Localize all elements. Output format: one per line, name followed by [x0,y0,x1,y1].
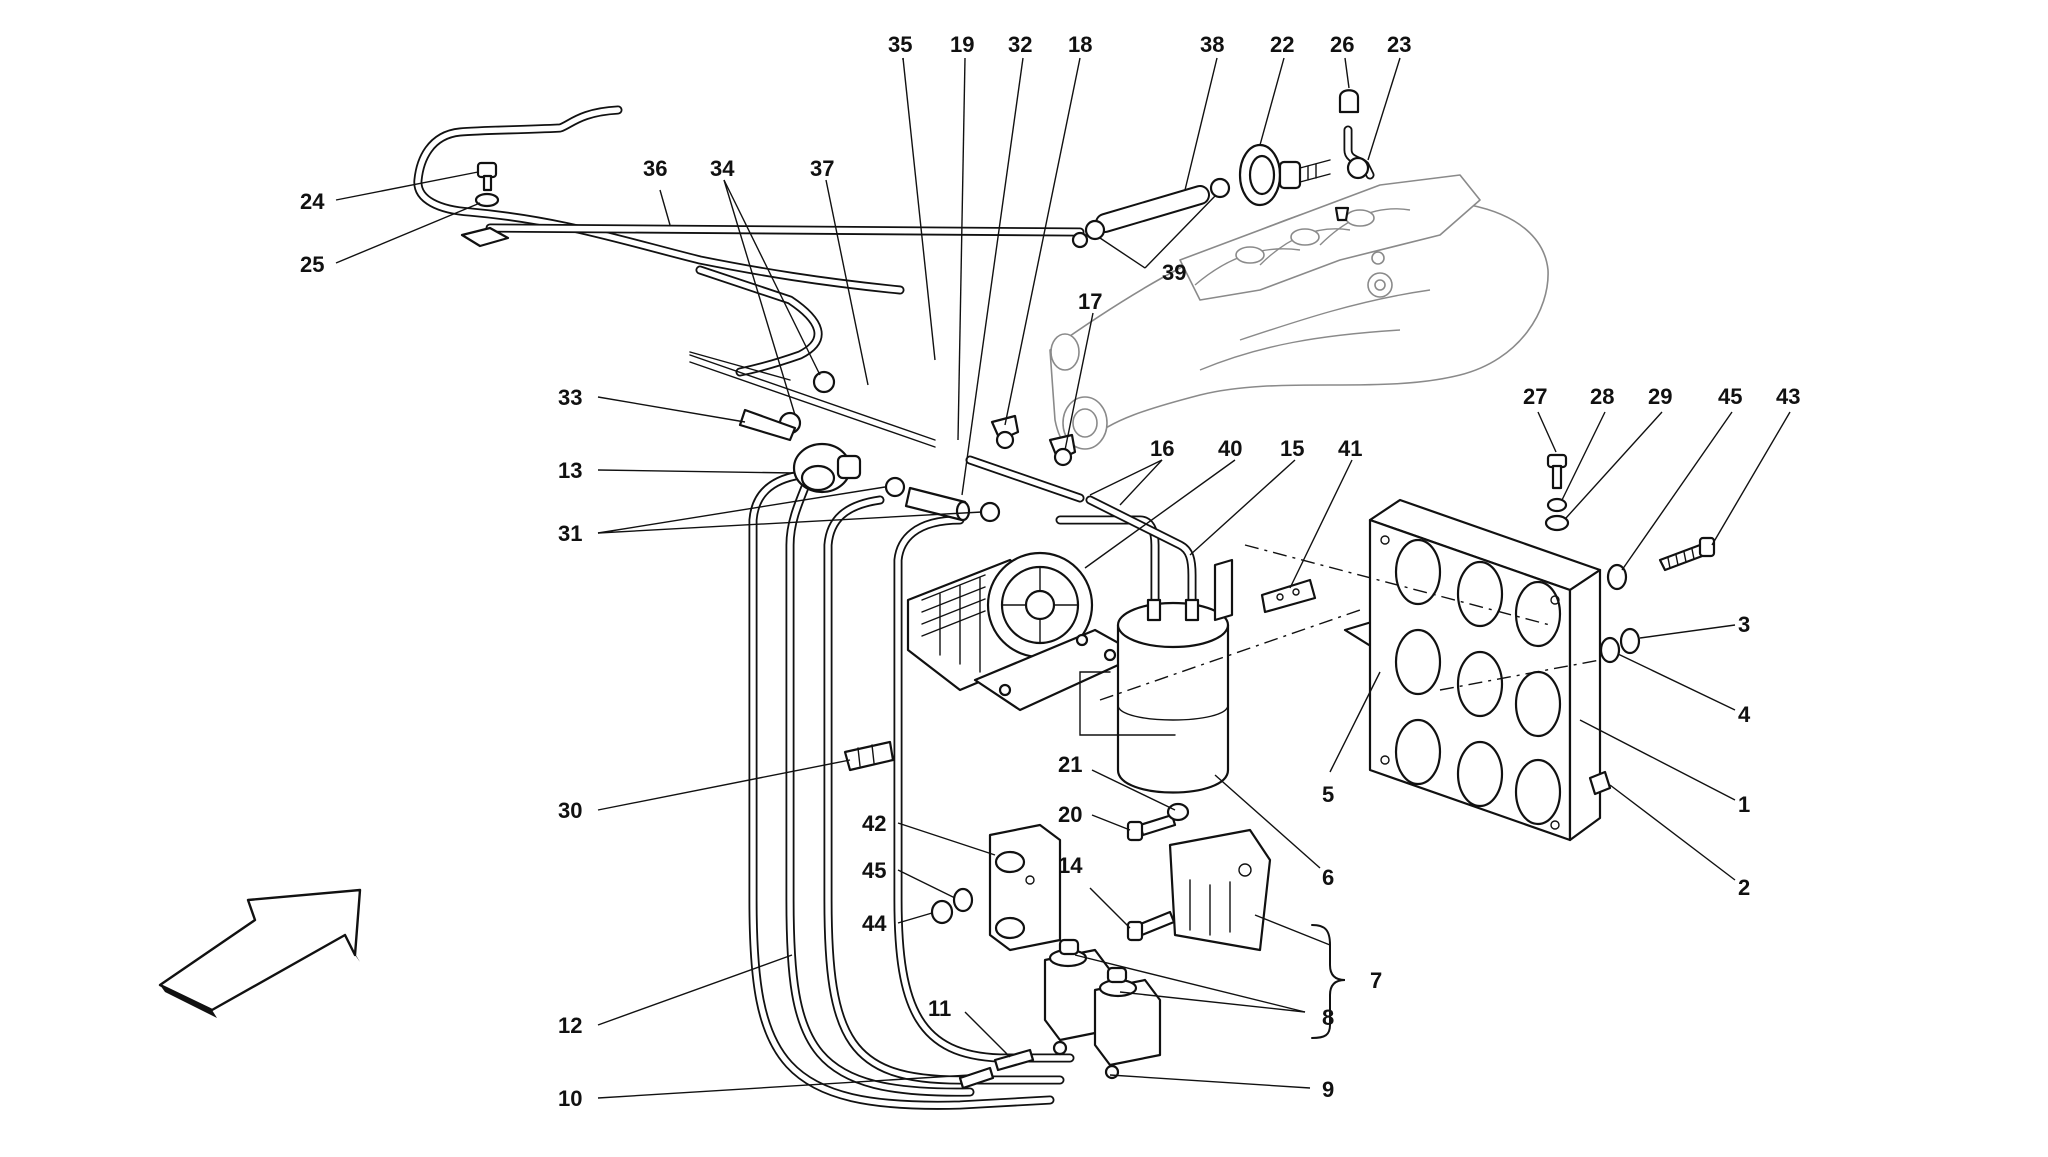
callout-30: 30 [558,798,582,823]
air-pump-40 [906,551,1142,712]
washer-28 [1546,497,1568,513]
callout-18: 18 [1068,32,1092,57]
washer-29 [1544,514,1570,532]
callout-9: 9 [1322,1077,1334,1102]
callout-33: 33 [558,385,582,410]
front-direction-arrow-icon [158,888,362,1018]
callout-44: 44 [862,911,887,936]
engine-manifold-ghost [1049,174,1549,450]
callout-3: 3 [1738,612,1750,637]
callout-8: 8 [1322,1005,1334,1030]
callout-45-lower: 45 [862,858,886,883]
bolt-27 [1546,453,1568,490]
callout-37: 37 [810,156,834,181]
bolt-24 [476,161,498,192]
nut-3 [1619,627,1641,655]
callout-43: 43 [1776,384,1800,409]
callout-31: 31 [558,521,582,546]
bracket-42 [988,823,1062,952]
callout-41: 41 [1338,436,1362,461]
callout-13: 13 [558,458,582,483]
connector-41 [1260,578,1317,614]
washer-45b [952,887,974,913]
washer-45a [1606,563,1628,591]
washer-25 [460,192,510,248]
callout-10: 10 [558,1086,582,1111]
clip-39 [1071,177,1231,249]
bolt-14 [1126,910,1176,942]
callout-28: 28 [1590,384,1614,409]
callout-1: 1 [1738,792,1750,817]
callout-25: 25 [300,252,324,277]
callout-4: 4 [1738,702,1751,727]
callout-24: 24 [300,189,325,214]
leader-lines [335,57,1791,1099]
nut-44 [930,899,954,925]
callout-23: 23 [1387,32,1411,57]
clip-2 [1588,770,1612,796]
valve-13 [792,442,862,494]
bolt-20 [1126,813,1177,842]
sleeve-32 [904,486,971,522]
callout-19: 19 [950,32,974,57]
callout-34: 34 [710,156,735,181]
callout-36: 36 [643,156,667,181]
panel-1 [1244,498,1602,842]
callout-6: 6 [1322,865,1334,890]
callout-2: 2 [1738,875,1750,900]
callout-22: 22 [1270,32,1294,57]
callout-15: 15 [1280,436,1304,461]
pipe-runs [413,105,1210,1110]
clip-17 [1048,433,1077,467]
callout-5: 5 [1322,782,1334,807]
callout-20: 20 [1058,802,1082,827]
callout-17: 17 [1078,289,1102,314]
callout-21: 21 [1058,752,1082,777]
callout-16: 16 [1150,436,1174,461]
washer-21 [1166,802,1190,822]
clip-30 [843,740,895,772]
callout-labels: 35 19 32 18 38 22 26 23 36 34 37 24 25 3… [300,32,1800,1111]
connector-23 [1334,125,1375,222]
callout-29: 29 [1648,384,1672,409]
callout-42: 42 [862,811,886,836]
callout-11: 11 [928,996,951,1021]
bracket-7 [1168,828,1272,952]
callout-40: 40 [1218,436,1242,461]
clamp-34 [738,370,836,442]
valve-22 [1238,143,1331,207]
callout-14: 14 [1058,853,1083,878]
callout-27: 27 [1523,384,1547,409]
cap-26 [1338,89,1360,114]
solenoid-valve-8 [1043,938,1162,1080]
washer-4 [1599,636,1621,664]
canister-6 [1116,558,1234,794]
callout-12: 12 [558,1013,582,1038]
callout-39: 39 [1162,260,1186,285]
connector-10 [958,1066,995,1090]
callout-45-top: 45 [1718,384,1742,409]
connector-11 [993,1048,1035,1072]
callout-32: 32 [1008,32,1032,57]
bolt-43 [1658,536,1716,572]
callout-7: 7 [1370,968,1382,993]
callout-26: 26 [1330,32,1354,57]
bracket-21 [1079,609,1361,736]
callout-35: 35 [888,32,912,57]
clip-18 [990,414,1020,450]
clamp-31 [884,476,1001,523]
callout-38: 38 [1200,32,1224,57]
group-brace-7 [1311,924,1346,1039]
